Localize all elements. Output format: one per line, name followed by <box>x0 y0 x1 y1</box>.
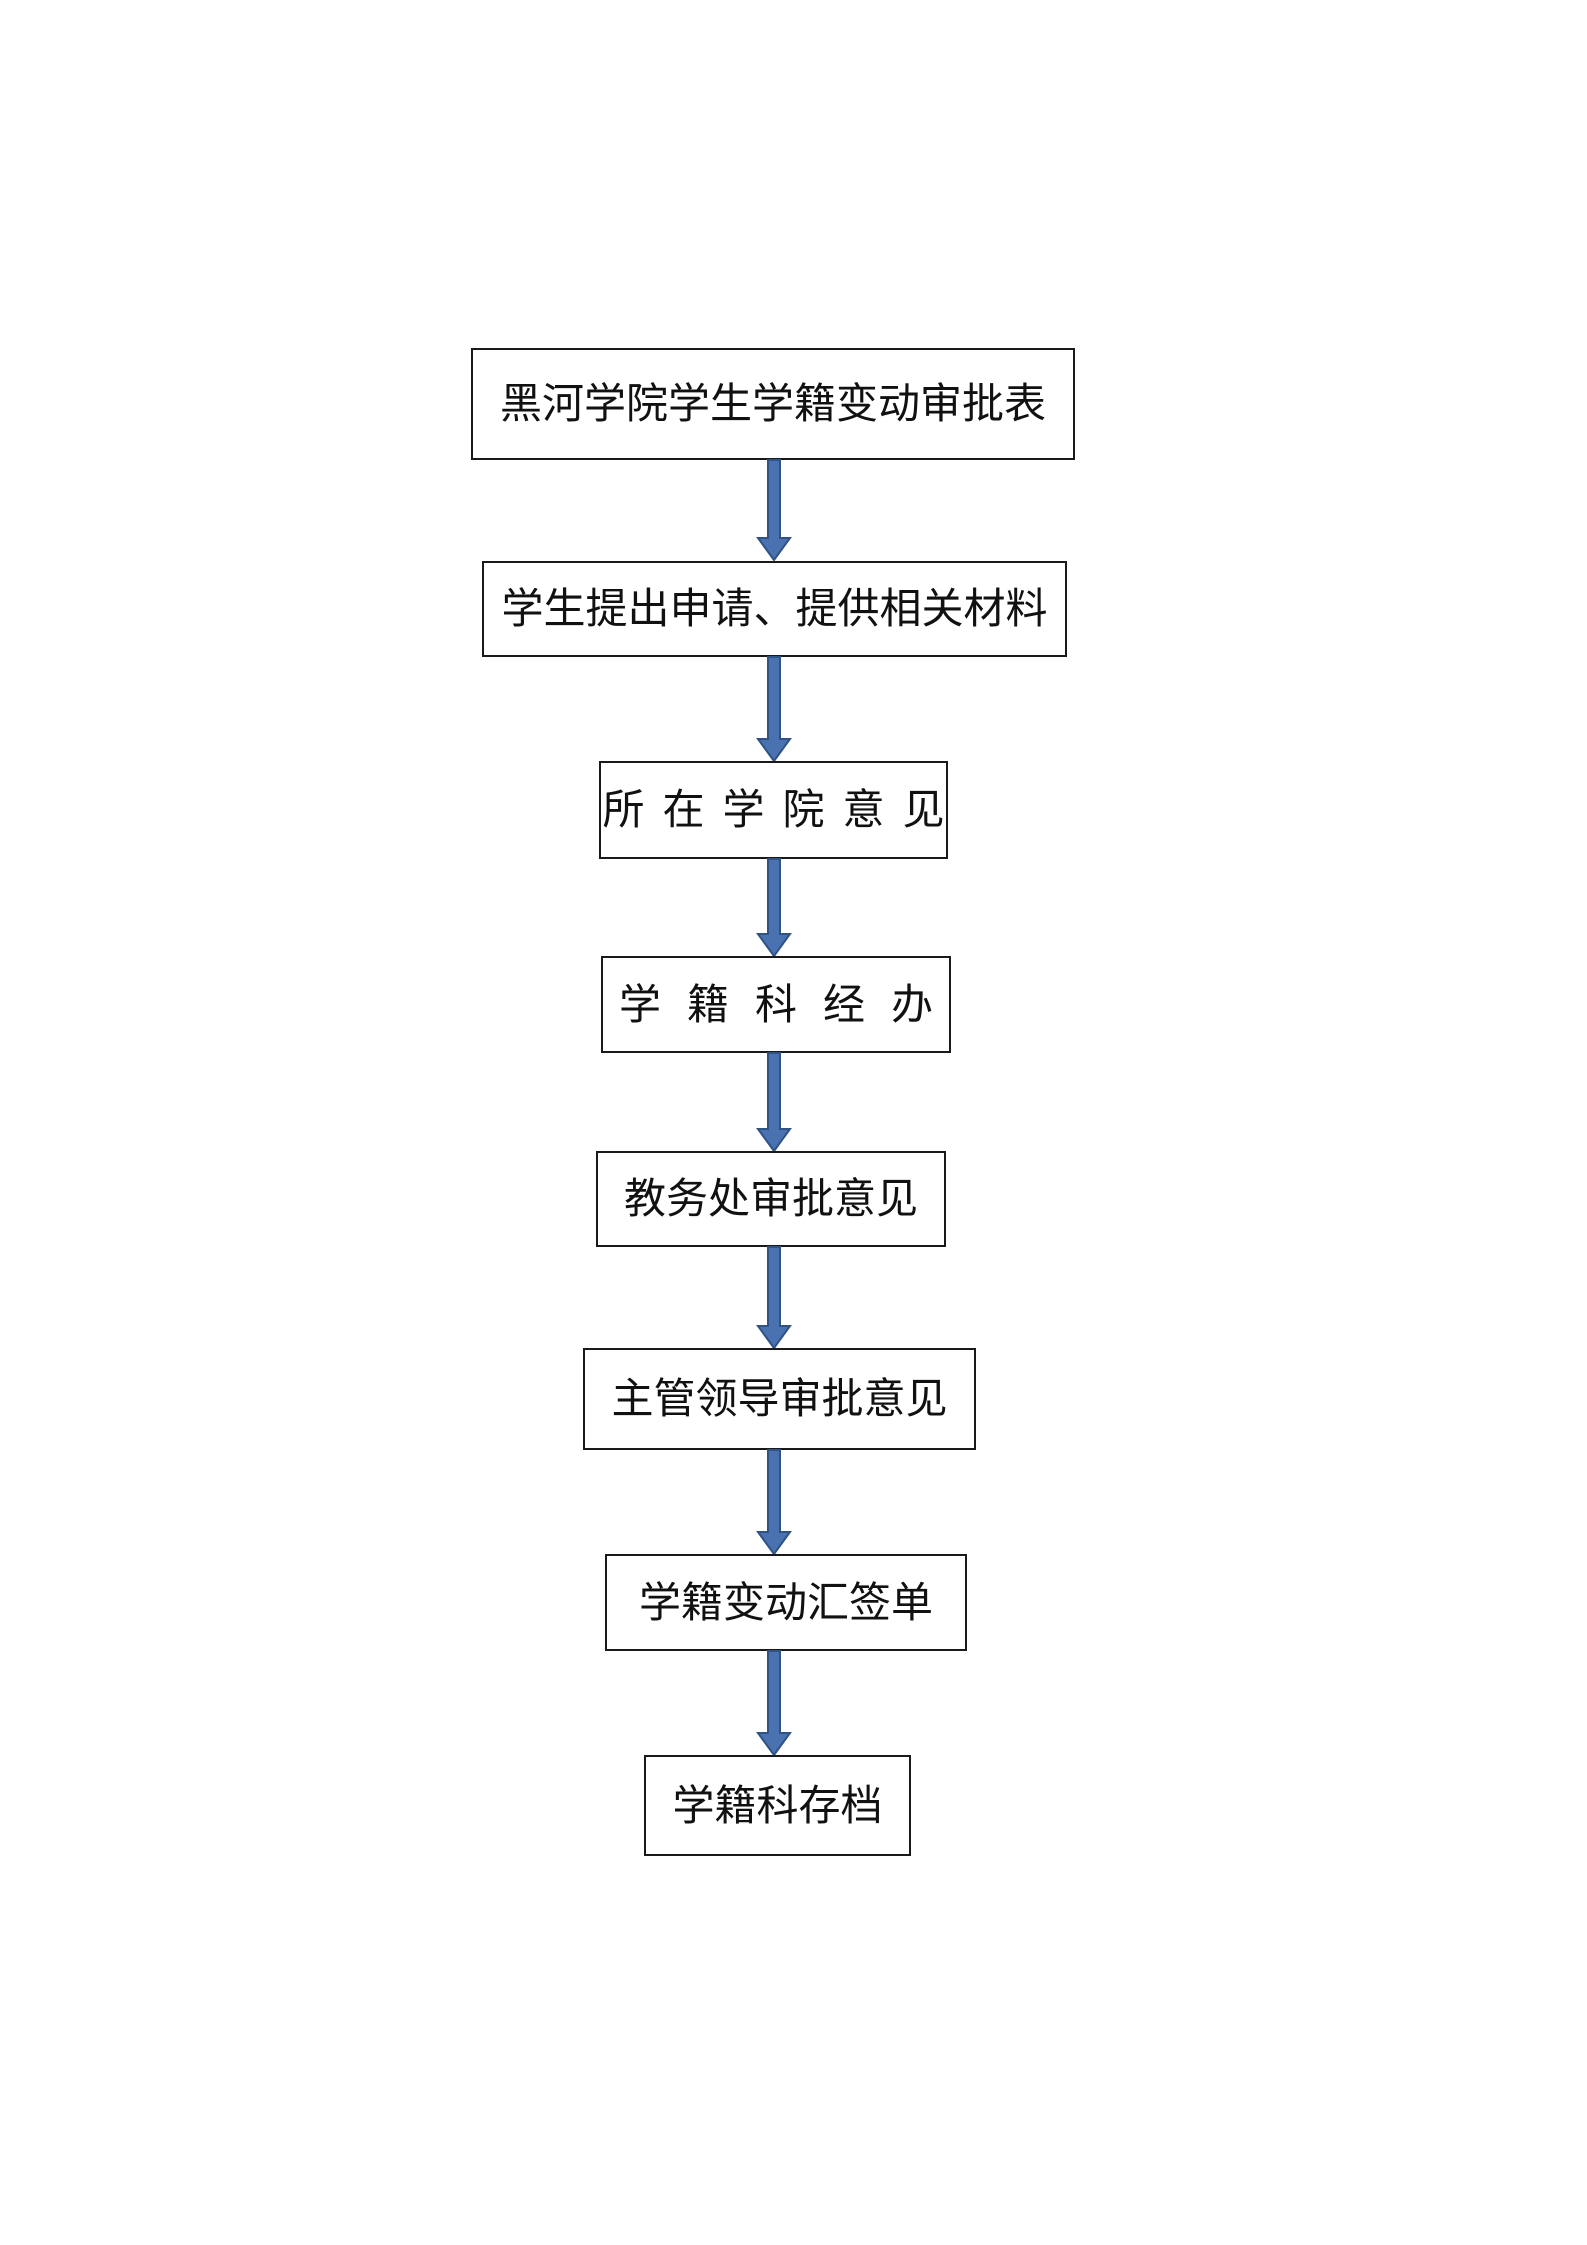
flow-step-change-summary-sheet: 学籍变动汇签单 <box>605 1554 967 1651</box>
flow-arrow-7 <box>756 1650 792 1757</box>
flow-step-college-opinion: 所在学院意见 <box>599 761 948 859</box>
flow-step-label: 教务处审批意见 <box>623 1174 918 1223</box>
flow-step-registry-handling: 学籍科经办 <box>601 956 951 1053</box>
flow-step-label: 黑河学院学生学籍变动审批表 <box>499 379 1046 428</box>
flow-arrow-6 <box>756 1449 792 1556</box>
flow-step-label: 学生提出申请、提供相关材料 <box>501 584 1048 633</box>
flow-step-label: 所在学院意见 <box>602 785 963 834</box>
flow-arrow-3 <box>756 858 792 958</box>
flow-step-label: 主管领导审批意见 <box>611 1374 948 1423</box>
flow-arrow-2 <box>756 656 792 763</box>
flow-step-label: 学籍科存档 <box>672 1780 883 1830</box>
flow-step-academic-affairs-approval: 教务处审批意见 <box>596 1151 946 1247</box>
flow-arrow-4 <box>756 1052 792 1153</box>
flow-arrow-5 <box>756 1246 792 1350</box>
flow-step-registry-archive: 学籍科存档 <box>644 1755 911 1856</box>
flow-step-approval-form: 黑河学院学生学籍变动审批表 <box>471 348 1075 460</box>
flow-step-student-application: 学生提出申请、提供相关材料 <box>482 561 1067 657</box>
flow-step-leader-approval: 主管领导审批意见 <box>583 1348 976 1450</box>
flow-step-label: 学籍变动汇签单 <box>638 1577 933 1627</box>
flow-step-label: 学籍科经办 <box>618 979 959 1029</box>
flow-arrow-1 <box>756 459 792 562</box>
